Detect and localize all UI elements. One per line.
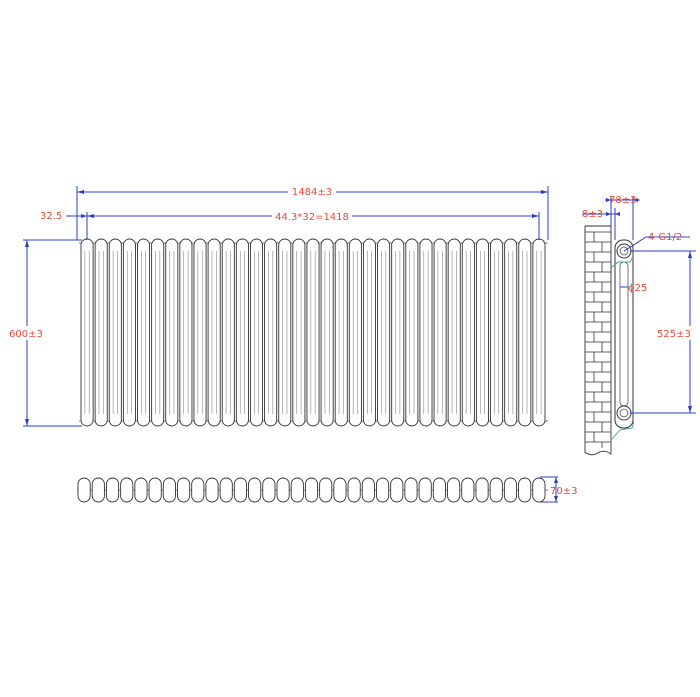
wall-outline [584,225,612,456]
radiator-column [362,238,376,427]
top-view-section [233,477,247,503]
overall-width-label: 1484±3 [292,187,332,198]
bottom-connection [616,405,632,421]
top-view-section [248,477,262,503]
top-view-section [77,477,91,503]
top-view-section [432,477,446,503]
radiator-column [165,238,179,427]
radiator-column [475,238,489,427]
top-view-section [148,477,162,503]
radiator-column [193,238,207,427]
top-view-section [134,477,148,503]
depth-label: 70±3 [550,486,577,497]
radiator-column [377,238,391,427]
tube-diameter-dimension: ϕ25 [620,283,647,294]
top-view-section [518,477,532,503]
connection-callout: 4-G1/2 [623,232,690,252]
height-label: 600±3 [9,329,43,340]
radiator-column [504,238,518,427]
top-view-section [177,477,191,503]
top-view-section [205,477,219,503]
radiator-column [137,238,151,427]
connection-label: 4-G1/2 [648,232,682,243]
top-view-section [347,477,361,503]
end-offset-dimension: 32.5 [40,211,87,222]
top-sections [77,477,546,503]
center-distance-label: 525±3 [657,329,691,340]
radiator-column [532,238,546,427]
radiator-column [433,238,447,427]
radiator-column [207,238,221,427]
overall-width-dimension: 1484±3 [76,184,549,240]
radiator-column [306,238,320,427]
wall-gap-dimension: 8±3 [582,208,620,240]
radiator-column [461,238,475,427]
front-columns [80,238,546,427]
top-view-section [475,477,489,503]
top-view-section [276,477,290,503]
radiator-column [391,238,405,427]
top-view-section [503,477,518,503]
radiator-column [490,238,504,427]
radiator-column [405,238,419,427]
top-view-section [376,477,390,503]
bottom-bracket-pipe [610,421,635,441]
radiator-column [235,238,249,427]
bracket-depth-dimension: 78±3 [605,195,640,240]
top-view-section [532,477,546,503]
wall-gap-label: 8±3 [582,209,603,220]
top-view: 70±3 [77,476,577,503]
depth-dimension: 70±3 [540,476,577,503]
tube-diameter-label: ϕ25 [628,283,647,294]
column-pitch-dimension: 44.3*32=1418 [86,209,540,240]
column-pitch-label: 44.3*32=1418 [275,212,349,223]
top-view-section [162,477,176,503]
radiator-column [94,238,108,427]
top-view-section [390,477,404,503]
radiator-column [179,238,193,427]
top-view-section [191,477,205,503]
top-view-section [489,477,503,503]
bracket-depth-label: 78±3 [609,195,636,206]
top-view-section [219,477,233,503]
radiator-column [80,238,94,427]
front-view: 1484±3 44.3*32=1418 32.5 600± [8,184,549,427]
top-view-section [290,477,304,503]
radiator-side-body [610,239,635,441]
top-view-section [262,477,276,503]
top-view-section [404,477,418,503]
end-offset-label: 32.5 [40,211,62,222]
center-distance-dimension: 525±3 [630,250,696,414]
height-dimension: 600±3 [8,239,82,427]
top-view-section [461,477,475,503]
top-bracket-pipe [610,257,633,269]
radiator-column [348,238,362,427]
top-view-section [91,477,105,503]
radiator-column [278,238,292,427]
radiator-column [249,238,264,427]
radiator-column [320,238,334,427]
radiator-column [221,238,235,427]
radiator-column [292,238,306,427]
radiator-column [447,238,461,427]
top-view-section [304,477,319,503]
top-view-section [447,477,461,503]
top-view-section [120,477,134,503]
radiator-column [151,238,165,427]
radiator-column [518,238,532,427]
top-view-section [418,477,432,503]
side-view: 78±3 8±3 4-G1/2 ϕ25 5 [582,195,696,456]
top-view-section [361,477,375,503]
top-view-section [333,477,347,503]
top-view-section [319,477,333,503]
brick-wall [584,225,612,456]
radiator-column [108,238,122,427]
radiator-column [334,238,348,427]
top-view-section [105,477,120,503]
radiator-column [264,238,278,427]
radiator-column [122,238,136,427]
radiator-column [419,238,433,427]
